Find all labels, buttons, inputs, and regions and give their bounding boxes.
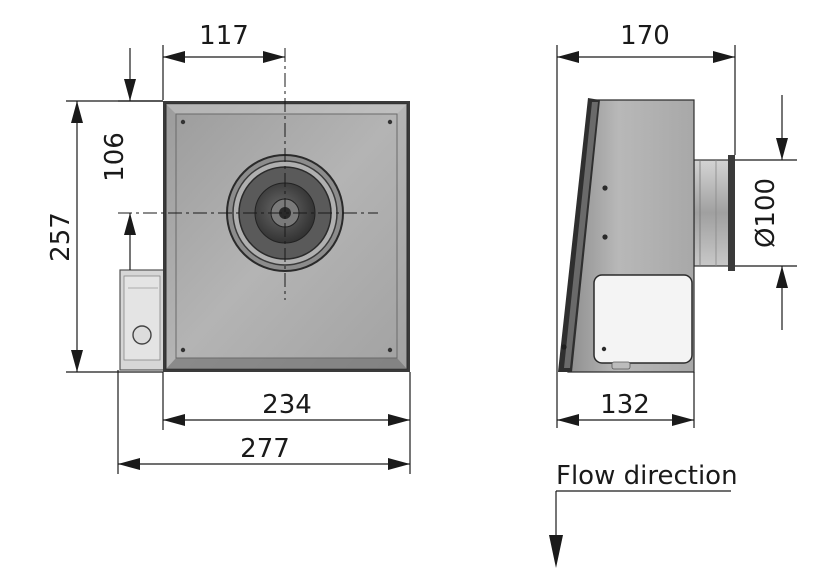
screw-icon [602,234,608,240]
screw-icon [180,347,186,353]
arrow-down-icon [549,535,563,568]
dim-label-117: 117 [199,21,249,51]
dim-label-132: 132 [600,390,650,420]
screw-icon [387,347,393,353]
screw-icon [602,185,608,191]
side-dimension-labels: 170 132 Ø100 [600,21,781,420]
front-view [118,48,410,372]
access-panel [593,274,693,364]
terminal-box [119,269,165,371]
cable-gland-icon [132,325,152,345]
screw-icon [180,119,186,125]
front-dimension-labels: 117 106 257 234 277 [46,21,312,464]
dim-label-257: 257 [46,212,76,262]
dim-label-170: 170 [620,21,670,51]
dim-label-234: 234 [262,390,312,420]
side-view [558,98,735,373]
dim-label-diameter-100: Ø100 [751,178,781,248]
side-dimensions [556,45,797,428]
flow-direction-indicator: Flow direction [549,461,738,568]
side-housing [558,98,695,373]
inlet-opening [226,154,344,272]
screw-icon [387,119,393,125]
dim-label-277: 277 [240,434,290,464]
dim-label-106: 106 [100,132,130,182]
outlet-spigot [693,155,735,271]
flow-direction-label: Flow direction [556,461,738,491]
front-dimensions [66,45,411,474]
